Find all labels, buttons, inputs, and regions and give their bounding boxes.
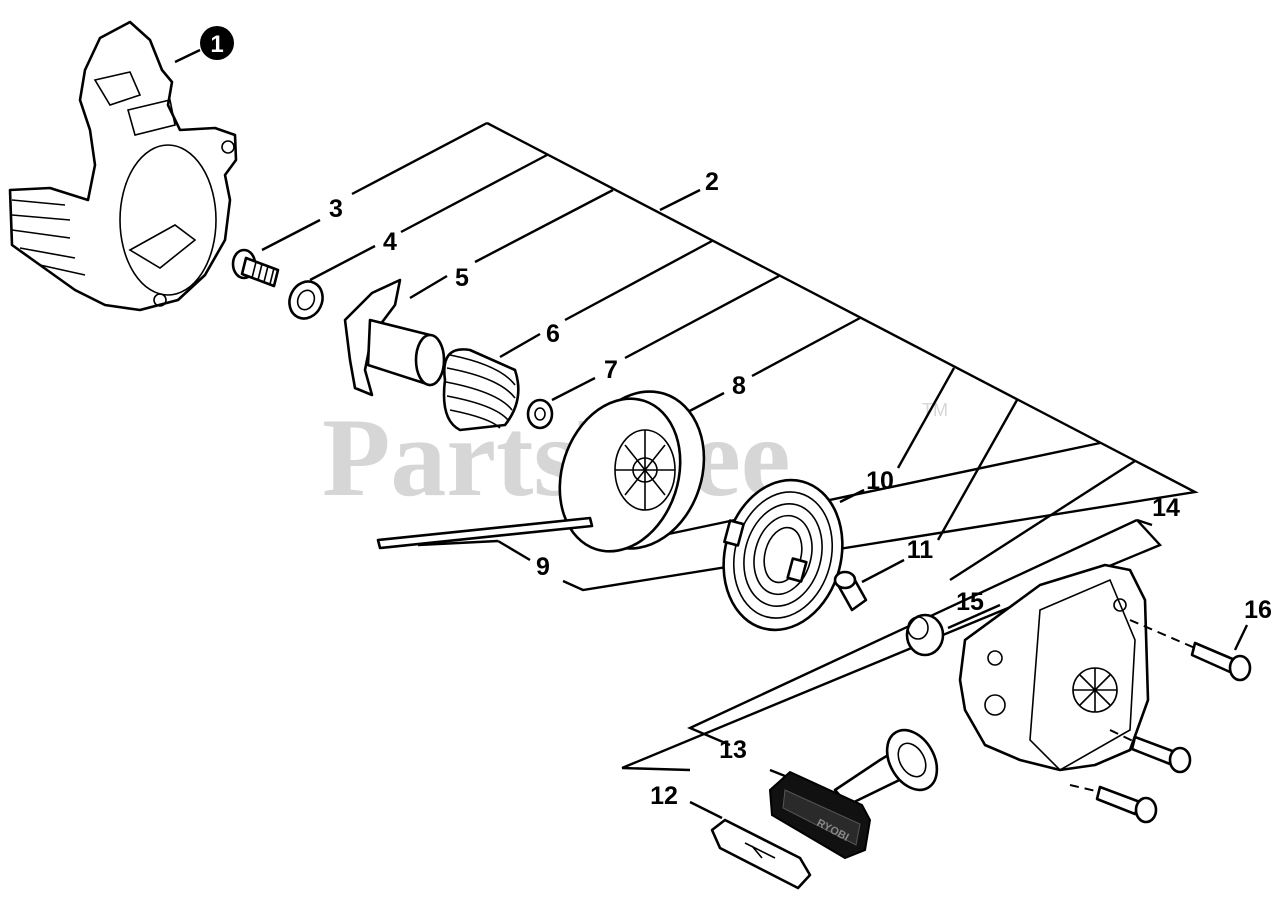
starter-cover-icon bbox=[958, 563, 1150, 772]
handle-insert-icon bbox=[710, 818, 812, 890]
starter-handle-icon: RYOBI bbox=[768, 728, 939, 860]
callout-5-label: 5 bbox=[455, 264, 469, 292]
callout-10-label: 10 bbox=[866, 467, 894, 495]
assembly-bracket-14 bbox=[621, 518, 1249, 820]
fan-housing-icon bbox=[8, 20, 238, 312]
watermark: PartsTree TM bbox=[322, 396, 948, 520]
watermark-text: PartsTree bbox=[322, 396, 791, 520]
screw-icon bbox=[1069, 619, 1252, 824]
screw-icon bbox=[231, 248, 280, 288]
callout-2-label: 2 bbox=[705, 168, 719, 196]
callout-9-label: 9 bbox=[536, 553, 550, 581]
recoil-spring-icon bbox=[722, 478, 844, 632]
callout-8-label: 8 bbox=[732, 372, 746, 400]
callout-11-label: 11 bbox=[907, 536, 934, 564]
callout-4-label: 4 bbox=[383, 228, 397, 256]
callout-1-label: 1 bbox=[210, 31, 223, 58]
assembly-bracket-2 bbox=[261, 121, 1199, 592]
callout-16-label: 16 bbox=[1244, 596, 1272, 624]
callout-13-label: 13 bbox=[719, 736, 747, 764]
pulley-icon bbox=[558, 390, 706, 553]
pawl-shaft-icon bbox=[343, 278, 446, 397]
grommet-icon bbox=[905, 613, 945, 657]
callout-6-label: 6 bbox=[546, 320, 560, 348]
washer-icon bbox=[288, 280, 324, 320]
callout-14-label: 14 bbox=[1152, 494, 1180, 522]
callout-3-label: 3 bbox=[329, 195, 343, 223]
callout-15-label: 15 bbox=[956, 588, 984, 616]
coil-spring-icon bbox=[442, 348, 520, 432]
callout-1: 1 bbox=[174, 26, 234, 64]
bushing-icon bbox=[833, 570, 868, 612]
callout-7-label: 7 bbox=[604, 356, 618, 384]
callout-12-label: 12 bbox=[650, 782, 678, 810]
washer-icon bbox=[526, 398, 554, 430]
rope-icon bbox=[376, 516, 594, 550]
